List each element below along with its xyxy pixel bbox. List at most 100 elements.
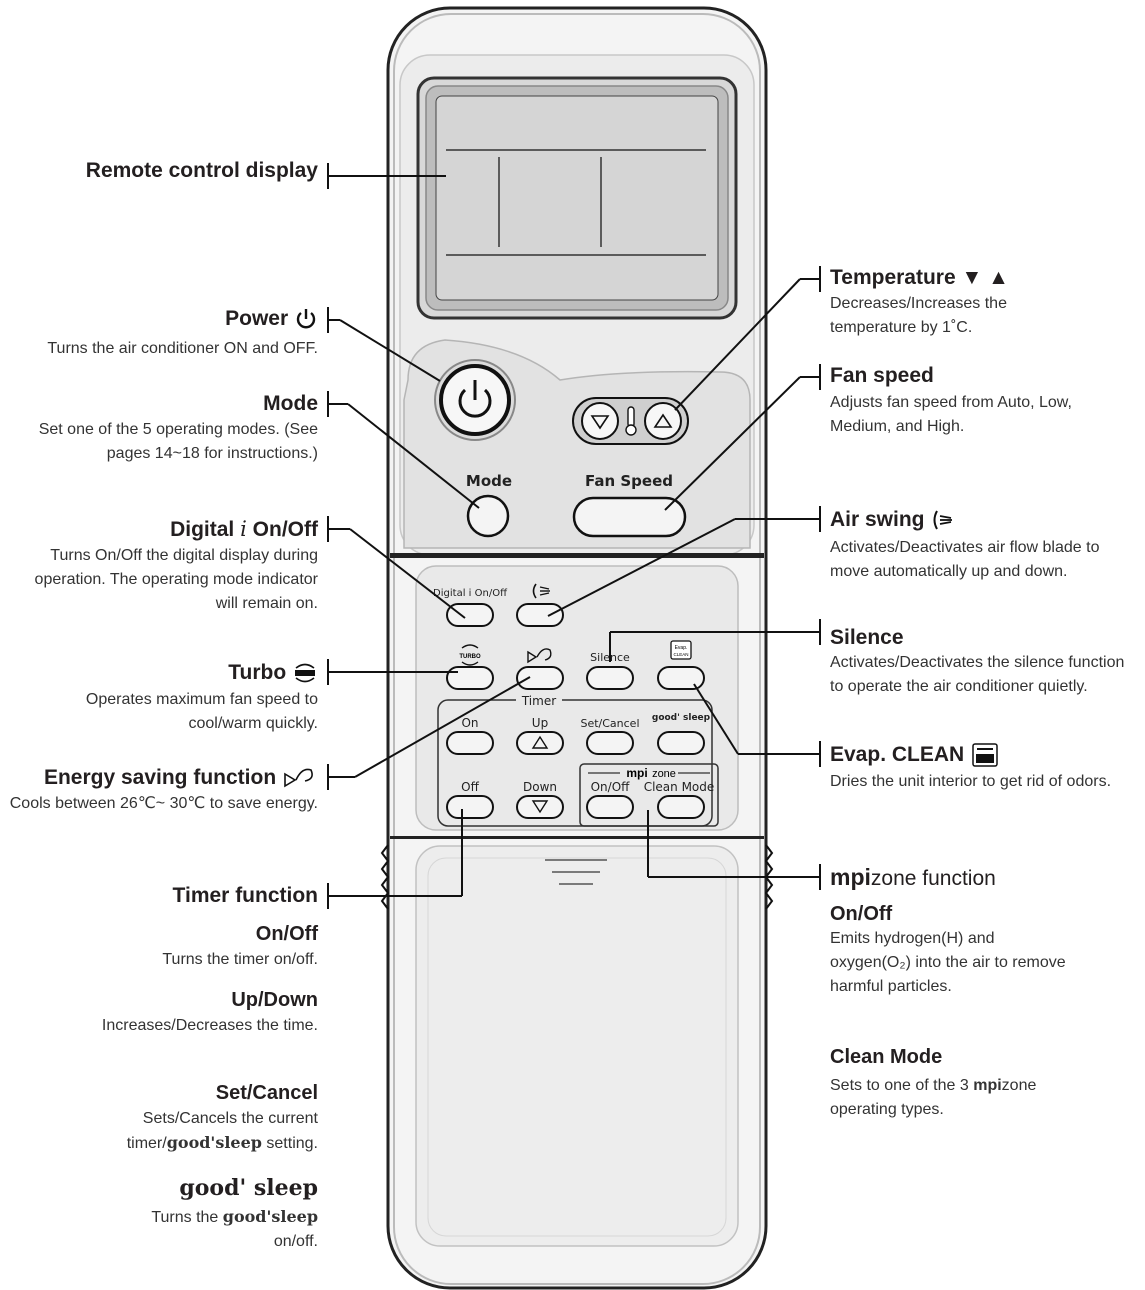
- evap-icon-text-1: Evap.: [675, 645, 688, 651]
- clean-mode-brand: mpi: [973, 1077, 1002, 1094]
- energy-saving-icon: [527, 648, 552, 664]
- battery-cover: [380, 836, 774, 1247]
- mode-annotation-title: Mode: [263, 392, 318, 415]
- good-sleep-button[interactable]: good' sleep: [652, 713, 711, 755]
- timer-down-label: Down: [523, 780, 557, 794]
- timer-group: Timer: [437, 692, 713, 827]
- evap-clean-icon: Evap. CLEAN: [670, 640, 692, 660]
- mode-annotation-desc: Set one of the 5 operating modes. (See p…: [38, 421, 318, 462]
- mpizone-onoff-title: On/Off: [830, 903, 893, 925]
- timer-off-button[interactable]: Off: [446, 780, 494, 819]
- digital-title-a: Digital: [170, 518, 235, 541]
- panel-divider: [390, 553, 764, 558]
- fan-annotation-desc: Adjusts fan speed from Auto, Low, Medium…: [830, 394, 1072, 435]
- set-cancel-button[interactable]: Set/Cancel: [580, 717, 640, 755]
- set-cancel-desc-line1: Sets/Cancels the current: [142, 1110, 318, 1127]
- evap-clean-icon: [972, 743, 998, 768]
- turbo-button[interactable]: TURBO: [446, 644, 494, 690]
- clean-mode-button[interactable]: Clean Mode: [644, 780, 715, 819]
- leader-lines: [327, 163, 821, 909]
- turbo-icon-text: TURBO: [459, 654, 481, 660]
- fan-annotation-title: Fan speed: [830, 364, 934, 387]
- set-cancel-desc: Sets/Cancels the current timer/good'slee…: [0, 1107, 318, 1156]
- energy-saving-button[interactable]: [516, 648, 564, 690]
- digital-i-icon: i: [240, 517, 247, 541]
- digital-onoff-button[interactable]: Digital i On/Off: [433, 588, 508, 627]
- good-sleep-desc-a: Turns the: [151, 1209, 223, 1226]
- timer-up-label: Up: [532, 716, 548, 730]
- temperature-annotation-desc: Decreases/Increases the temperature by 1…: [830, 295, 1007, 336]
- clean-mode-desc-b: operating types.: [830, 1101, 944, 1118]
- set-cancel-desc-c: setting.: [266, 1135, 318, 1152]
- fan-speed-label: Fan Speed: [585, 472, 673, 490]
- air-swing-icon: [532, 583, 550, 599]
- energy-saving-icon: [284, 769, 313, 788]
- swing-annotation-desc: Activates/Deactivates air flow blade to …: [830, 539, 1100, 580]
- clean-mode-label: Clean Mode: [644, 780, 715, 794]
- mpi-zone-label: zone: [652, 768, 676, 780]
- mpizone-onoff-desc: Emits hydrogen(H) and oxygen(O₂) into th…: [830, 930, 1066, 995]
- fan-speed-button[interactable]: Fan Speed: [572, 472, 687, 538]
- timer-updown-title: Up/Down: [231, 989, 318, 1011]
- clean-mode-title: Clean Mode: [830, 1046, 943, 1068]
- timer-up-button[interactable]: Up: [516, 716, 564, 755]
- good-sleep-desc: Turns the good'sleep on/off.: [0, 1205, 318, 1254]
- energy-annotation-title: Energy saving function: [44, 765, 318, 791]
- digital-onoff-label: Digital i On/Off: [433, 588, 508, 599]
- good-sleep-label: good' sleep: [652, 713, 711, 723]
- timer-group-label: Timer: [521, 694, 556, 708]
- digital-title-b: On/Off: [252, 518, 318, 541]
- timer-off-label: Off: [461, 780, 479, 794]
- turbo-icon: [295, 664, 315, 683]
- mpi-brand-label: mpi: [626, 766, 647, 780]
- evap-clean-button[interactable]: Evap. CLEAN: [657, 640, 705, 690]
- timer-on-button[interactable]: On: [446, 716, 494, 755]
- digital-annotation-title: Digital i On/Off: [170, 516, 318, 543]
- display-annotation-title: Remote control display: [85, 159, 318, 182]
- mpi-onoff-label: On/Off: [591, 780, 631, 794]
- mpizone-annotation-title: mpizone function: [830, 864, 996, 892]
- temperature-buttons[interactable]: [572, 397, 689, 445]
- power-annotation-title: Power: [225, 307, 289, 330]
- good-sleep-brand: good'sleep: [222, 1207, 318, 1226]
- mode-button-label: Mode: [466, 472, 512, 490]
- down-triangle-icon: [531, 800, 549, 814]
- swing-annotation-title: Air swing: [830, 507, 954, 533]
- power-icon: [296, 309, 316, 329]
- air-swing-button[interactable]: [516, 583, 564, 627]
- energy-annotation-desc: Cools between 26℃~ 30℃ to save energy.: [9, 795, 318, 812]
- evap-icon-text-2: CLEAN: [673, 652, 688, 657]
- clean-mode-desc-a: Sets to one of the 3: [830, 1077, 974, 1094]
- evap-annotation-title: Evap. CLEAN: [830, 742, 1000, 768]
- timer-down-button[interactable]: Down: [516, 780, 564, 819]
- mpizone-title-rest: zone function: [870, 867, 996, 890]
- air-swing-icon: [933, 510, 953, 530]
- power-button[interactable]: [434, 359, 516, 441]
- silence-annotation-desc: Activates/Deactivates the silence functi…: [830, 654, 1125, 695]
- energy-title: Energy saving function: [43, 766, 277, 789]
- power-annotation-desc: Turns the air conditioner ON and OFF.: [47, 340, 318, 357]
- silence-button[interactable]: Silence: [586, 651, 634, 690]
- good-sleep-title: good' sleep: [179, 1175, 318, 1201]
- timer-onoff-desc: Turns the timer on/off.: [162, 951, 318, 968]
- digital-annotation-desc: Turns On/Off the digital display during …: [34, 547, 318, 612]
- turbo-icon: TURBO: [459, 644, 481, 666]
- temperature-annotation-title: Temperature ▼ ▲: [830, 266, 1009, 289]
- mpi-onoff-button[interactable]: On/Off: [586, 780, 634, 819]
- timer-annotation-title: Timer function: [172, 884, 318, 907]
- evap-title: Evap. CLEAN: [830, 743, 965, 766]
- timer-updown-desc: Increases/Decreases the time.: [101, 1017, 318, 1034]
- set-cancel-label: Set/Cancel: [580, 717, 639, 730]
- clean-mode-brand-rest: zone: [1001, 1077, 1037, 1094]
- clean-mode-desc: Sets to one of the 3 mpizone operating t…: [830, 1074, 1130, 1122]
- evap-annotation-desc: Dries the unit interior to get rid of od…: [830, 773, 1112, 790]
- up-triangle-icon: [531, 735, 549, 749]
- power-annotation: Power: [0, 306, 318, 332]
- remote-display: [416, 76, 738, 320]
- turbo-annotation-desc: Operates maximum fan speed to cool/warm …: [85, 691, 318, 732]
- good-sleep-desc-b: on/off.: [273, 1233, 318, 1250]
- turbo-title: Turbo: [228, 661, 287, 684]
- mpizone-title-brand: mpi: [830, 864, 871, 890]
- set-cancel-desc-b: timer/: [126, 1135, 167, 1152]
